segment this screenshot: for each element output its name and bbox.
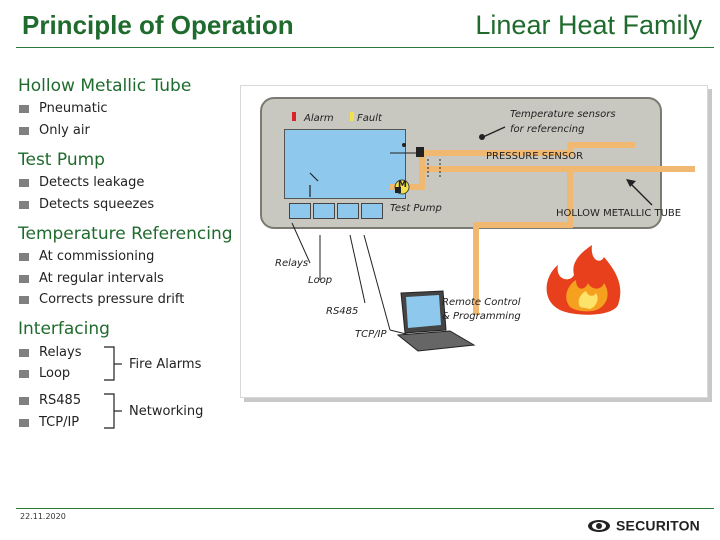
- bullet-rs485: RS485: [19, 393, 81, 409]
- alarm-label: Alarm: [304, 113, 334, 124]
- pressure-sensor-block: [416, 147, 424, 157]
- top-divider: [16, 47, 714, 48]
- panel-button: [361, 203, 383, 219]
- temp-sensors-label-1: Temperature sensors: [510, 109, 616, 120]
- panel-button: [289, 203, 311, 219]
- bullet-square-icon: [19, 370, 29, 378]
- product-family-title: Linear Heat Family: [475, 10, 702, 40]
- bullet-text: Only air: [39, 123, 90, 138]
- bullet-square-icon: [19, 397, 29, 405]
- bullet-square-icon: [19, 275, 29, 283]
- bullet-at-regular-intervals: At regular intervals: [19, 271, 164, 287]
- sensor-node: [402, 143, 406, 147]
- bullet-text: Detects leakage: [39, 175, 145, 190]
- pressure-sensor-label: PRESSURE SENSOR: [486, 151, 584, 162]
- bullet-square-icon: [19, 419, 29, 427]
- bullet-text: TCP/IP: [39, 415, 80, 430]
- arrow-head-icon: [626, 179, 636, 187]
- bullet-loop: Loop: [19, 366, 70, 382]
- tube-upper: [422, 142, 635, 156]
- bullet-square-icon: [19, 201, 29, 209]
- bullet-text: Detects squeezes: [39, 197, 155, 212]
- relays-line: [291, 222, 311, 264]
- panel-button: [337, 203, 359, 219]
- section-heading-hollow-tube: Hollow Metallic Tube: [18, 76, 192, 96]
- bullet-pneumatic: Pneumatic: [19, 101, 108, 117]
- bullet-square-icon: [19, 127, 29, 135]
- tcpip-label: TCP/IP: [355, 329, 387, 340]
- bullet-detects-squeezes: Detects squeezes: [19, 197, 154, 213]
- remote-control-label-2: & Programming: [442, 311, 521, 322]
- flame-core: [578, 291, 598, 309]
- bullet-square-icon: [19, 349, 29, 357]
- section-heading-interfacing: Interfacing: [18, 319, 110, 339]
- loop-label: Loop: [308, 275, 333, 286]
- control-panel: [260, 97, 662, 229]
- bullet-relays: Relays: [19, 345, 82, 361]
- page-title: Principle of Operation: [22, 10, 294, 40]
- bullet-square-icon: [19, 105, 29, 113]
- section-heading-temp-referencing: Temperature Referencing: [18, 224, 233, 244]
- fault-label: Fault: [357, 113, 382, 124]
- temp-sensor-node: [479, 134, 485, 140]
- hollow-tube-label: HOLLOW METALLIC TUBE: [556, 208, 682, 219]
- bullet-text: Corrects pressure drift: [39, 292, 185, 307]
- section-heading-test-pump: Test Pump: [18, 150, 105, 170]
- bracket-networking: [104, 393, 115, 429]
- temp-sensors-label-2: for referencing: [510, 124, 585, 135]
- bullet-text: Pneumatic: [39, 101, 108, 116]
- bullet-text: Relays: [39, 345, 82, 360]
- system-diagram: Alarm Fault Temperature sensors for refe…: [240, 85, 712, 402]
- bullet-square-icon: [19, 296, 29, 304]
- laptop-keyboard-icon: [396, 330, 476, 352]
- rs485-label: RS485: [326, 306, 359, 317]
- relays-label: Relays: [275, 258, 309, 269]
- bullet-text: Loop: [39, 366, 71, 381]
- tube-loop: [422, 166, 573, 315]
- bullet-tcpip: TCP/IP: [19, 415, 79, 431]
- fire-icon: [546, 245, 621, 315]
- bullet-detects-leakage: Detects leakage: [19, 175, 144, 191]
- bullet-text: At commissioning: [39, 249, 155, 264]
- tcpip-line: [363, 234, 391, 331]
- test-pump-label: Test Pump: [390, 203, 442, 214]
- interface-brackets: [104, 346, 122, 429]
- relay-switch-icon: [309, 172, 319, 197]
- remote-control-label-1: Remote Control: [442, 297, 521, 308]
- panel-screen: [284, 129, 406, 199]
- fault-led-icon: [350, 112, 354, 121]
- securiton-logo: SECURITON: [587, 515, 700, 535]
- alarm-led-icon: [292, 112, 296, 121]
- bullet-square-icon: [19, 253, 29, 261]
- laptop-display: [406, 295, 441, 328]
- group-networking: Networking: [129, 404, 204, 419]
- bottom-divider: [16, 508, 714, 509]
- bullet-text: RS485: [39, 393, 82, 408]
- motor-label: M: [398, 180, 407, 190]
- temp-sensor-arrow: [482, 126, 506, 138]
- diagram-graphics: [291, 112, 695, 352]
- bracket-fire-alarms: [104, 346, 115, 381]
- bullet-at-commissioning: At commissioning: [19, 249, 154, 265]
- logo-text: SECURITON: [616, 517, 700, 534]
- panel-button: [313, 203, 335, 219]
- group-fire-alarms: Fire Alarms: [129, 357, 202, 372]
- rs485-line: [349, 234, 366, 304]
- bullet-square-icon: [19, 179, 29, 187]
- bullet-corrects-drift: Corrects pressure drift: [19, 292, 184, 308]
- bullet-only-air: Only air: [19, 123, 90, 139]
- pump-block: [395, 187, 401, 193]
- eye-logo-icon: [587, 519, 610, 532]
- bullet-text: At regular intervals: [39, 271, 164, 286]
- footer-date: 22.11.2020: [20, 512, 66, 521]
